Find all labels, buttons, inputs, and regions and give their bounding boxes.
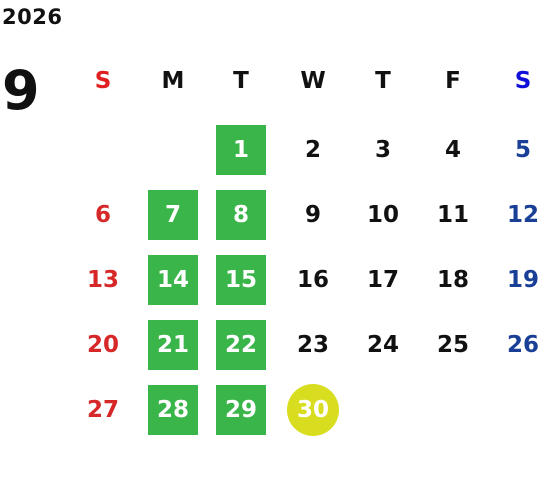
day-cell[interactable]: 10 [366, 202, 399, 228]
day-cell-highlighted[interactable]: 8 [216, 190, 266, 240]
day-cell-highlighted[interactable]: 29 [216, 385, 266, 435]
month-number: 9 [2, 59, 40, 122]
day-cell-selected[interactable]: 30 [287, 384, 339, 436]
day-cell[interactable]: 16 [296, 267, 329, 293]
day-cell[interactable]: 11 [436, 202, 469, 228]
day-cell[interactable]: 23 [296, 332, 329, 358]
day-cell[interactable]: 20 [86, 332, 119, 358]
day-cell[interactable]: 19 [506, 267, 539, 293]
weekday-header: M [161, 68, 185, 94]
weekday-header: S [514, 68, 532, 94]
day-cell[interactable]: 24 [366, 332, 399, 358]
day-cell-highlighted[interactable]: 15 [216, 255, 266, 305]
day-cell[interactable]: 9 [304, 202, 321, 228]
day-cell[interactable]: 6 [94, 202, 111, 228]
weekday-header: F [445, 68, 461, 94]
day-cell-highlighted[interactable]: 28 [148, 385, 198, 435]
day-cell-highlighted[interactable]: 22 [216, 320, 266, 370]
weekday-header: T [233, 68, 249, 94]
day-cell[interactable]: 27 [86, 397, 119, 423]
day-cell[interactable]: 5 [514, 137, 531, 163]
day-cell-highlighted[interactable]: 7 [148, 190, 198, 240]
day-cell[interactable]: 13 [86, 267, 119, 293]
day-cell-highlighted[interactable]: 1 [216, 125, 266, 175]
day-cell[interactable]: 4 [444, 137, 461, 163]
day-cell[interactable]: 25 [436, 332, 469, 358]
weekday-header: S [94, 68, 112, 94]
day-cell-highlighted[interactable]: 14 [148, 255, 198, 305]
day-cell[interactable]: 18 [436, 267, 469, 293]
weekday-header: T [375, 68, 391, 94]
day-cell[interactable]: 3 [374, 137, 391, 163]
day-cell[interactable]: 26 [506, 332, 539, 358]
day-cell[interactable]: 2 [304, 137, 321, 163]
weekday-header: W [300, 68, 326, 94]
day-cell-highlighted[interactable]: 21 [148, 320, 198, 370]
day-cell[interactable]: 17 [366, 267, 399, 293]
year-label: 2026 [2, 5, 63, 29]
day-cell[interactable]: 12 [506, 202, 539, 228]
